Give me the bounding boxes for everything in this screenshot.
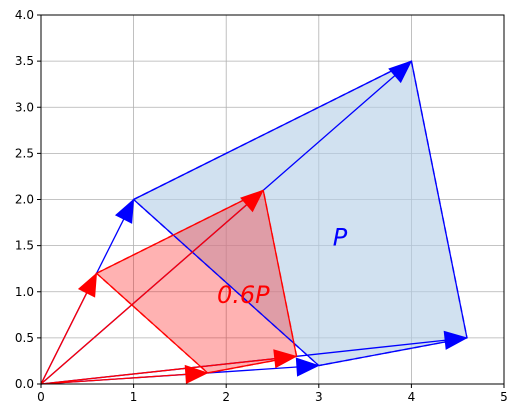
y-tick-label: 3.5 bbox=[15, 54, 34, 68]
y-tick-label: 4.0 bbox=[15, 8, 34, 22]
polygon-edge-0-1 bbox=[410, 60, 468, 339]
axes bbox=[37, 14, 505, 388]
polygon-edge-1-3 bbox=[96, 272, 209, 374]
y-tick-label: 2.5 bbox=[15, 146, 34, 160]
x-tick-label: 4 bbox=[408, 390, 416, 404]
y-tick-label: 2.0 bbox=[15, 193, 34, 207]
annotations: P 0.6P bbox=[217, 224, 348, 309]
x-tick-label: 0 bbox=[37, 390, 45, 404]
x-tick-label: 2 bbox=[222, 390, 230, 404]
x-tick-label: 1 bbox=[130, 390, 138, 404]
polygon-fill-0 bbox=[133, 61, 467, 366]
polygon-edge-1-1 bbox=[262, 190, 298, 357]
polygon-edge-1-2 bbox=[207, 355, 297, 374]
vector-from-origin-1-0 bbox=[40, 272, 98, 385]
polygon-edge-0-0 bbox=[133, 60, 412, 201]
y-tick-label: 0.5 bbox=[15, 331, 34, 345]
polygons bbox=[95, 59, 468, 374]
annotation-label-1: 0.6P bbox=[217, 281, 270, 309]
y-tick-label: 1.0 bbox=[15, 285, 34, 299]
polygon-edge-0-3 bbox=[133, 199, 320, 367]
y-tick-label: 3.0 bbox=[15, 100, 34, 114]
vector-from-origin-1-3 bbox=[40, 364, 209, 385]
vector-from-origin-1-1 bbox=[40, 189, 265, 385]
polygon-edge-0-2 bbox=[318, 337, 468, 367]
polygon-fill-1 bbox=[96, 190, 297, 373]
x-tick-label: 5 bbox=[500, 390, 508, 404]
y-tick-label: 0.0 bbox=[15, 377, 34, 391]
tick-labels: 0 1 2 3 4 5 0.0 0.5 1.0 1.5 2.0 2.5 3.0 3.5 4.0 bbox=[15, 8, 508, 404]
polygon-edge-1-0 bbox=[96, 189, 264, 274]
y-tick-label: 1.5 bbox=[15, 239, 34, 253]
x-tick-label: 3 bbox=[315, 390, 323, 404]
vectors bbox=[40, 60, 469, 385]
annotation-label-0: P bbox=[333, 224, 348, 252]
